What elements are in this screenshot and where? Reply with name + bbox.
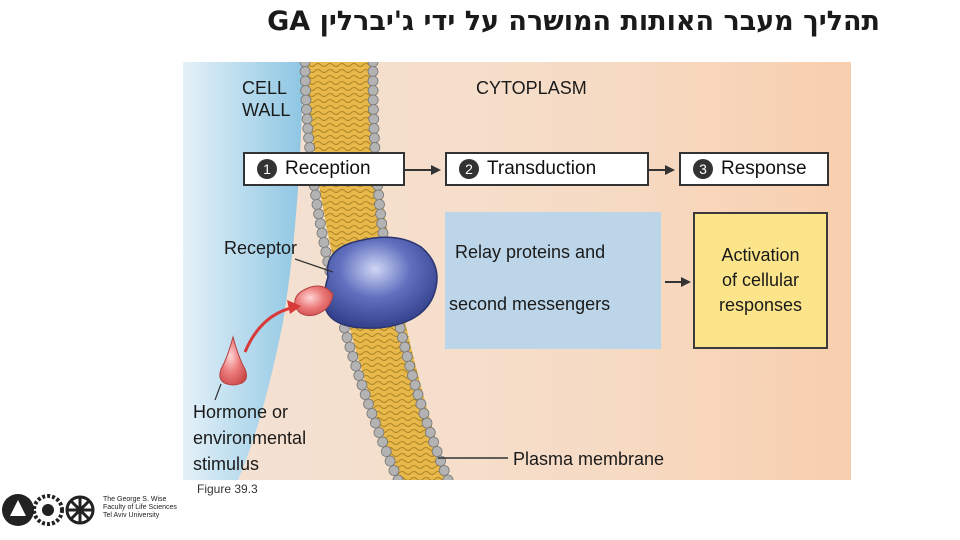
phospholipid-head [353, 370, 365, 381]
phospholipid-head [311, 199, 323, 210]
phospholipid-head [318, 237, 330, 248]
phospholipid-head [392, 474, 404, 480]
phospholipid-head [367, 94, 379, 106]
relay-line-1: Relay proteins and [455, 242, 606, 262]
phospholipid-head [301, 104, 312, 115]
phospholipid-head [388, 465, 400, 476]
phospholipid-head [299, 66, 311, 77]
phospholipid-head [302, 123, 314, 134]
phospholipid-head [350, 360, 362, 372]
institution-text: The George S. Wise Faculty of Life Scien… [103, 496, 177, 519]
logos [2, 494, 95, 526]
figure-graphics [183, 62, 691, 480]
phospholipid-head [368, 132, 380, 144]
phospholipid-head [397, 332, 408, 343]
phospholipid-head [368, 123, 380, 134]
step-transduction-label: Transduction [487, 158, 597, 179]
phospholipid-head [438, 465, 450, 476]
phospholipid-head [367, 104, 379, 115]
phospholipid-head [377, 436, 389, 448]
relay-box: Relay proteins and second messengers [445, 212, 661, 349]
receptor-label: Receptor [224, 238, 298, 258]
phospholipid-head [300, 85, 311, 96]
step-reception-label: Reception [285, 158, 371, 179]
phospholipid-head [428, 436, 440, 448]
phospholipid-head [374, 199, 385, 210]
phospholipid-head [316, 227, 328, 239]
step-number-2: 2 [459, 159, 479, 179]
step-response: 3 Response [679, 152, 829, 186]
step-number-1: 1 [257, 159, 277, 179]
phospholipid-head [421, 417, 433, 429]
phospholipid-head [373, 189, 385, 201]
phospholipid-head [367, 85, 379, 96]
step-response-label: Response [721, 158, 807, 179]
phospholipid-head [369, 417, 381, 429]
phospholipid-head [366, 408, 378, 419]
phospholipid-head [384, 455, 396, 467]
phospholipid-head [320, 246, 332, 258]
step-transduction: 2 Transduction [445, 152, 649, 186]
phospholipid-head [380, 446, 392, 457]
phospholipid-head [431, 446, 443, 457]
receptor-leader [294, 258, 334, 273]
phospholipid-head [300, 94, 312, 106]
phospholipid-head [399, 341, 411, 353]
response-box: Activation of cellular responses [693, 212, 828, 349]
phospholipid-head [347, 351, 359, 362]
phospholipid-head [301, 113, 313, 125]
phospholipid-head [310, 189, 322, 201]
step-reception: 1 Reception [243, 152, 405, 186]
phospholipid-head [313, 208, 325, 220]
cytoplasm-label: CYTOPLASM [476, 78, 587, 98]
phospholipid-head [359, 389, 371, 400]
sunburst-emblem-icon [32, 494, 64, 526]
phospholipid-head [344, 341, 356, 353]
phospholipid-head [401, 351, 413, 362]
slide-title: תהליך מעבר האותות המושרה על ידי ג'יברלין… [267, 6, 880, 37]
phospholipid-head [363, 398, 374, 410]
phospholipid-head [373, 427, 385, 438]
plasma-membrane-label: Plasma membrane [513, 449, 665, 469]
phospholipid-head [418, 408, 430, 419]
phospholipid-head [412, 389, 424, 400]
figure-caption: Figure 39.3 [197, 482, 258, 496]
tau-emblem-icon [2, 494, 34, 526]
phospholipid-head [303, 132, 314, 144]
phospholipid-head [356, 379, 368, 391]
phospholipid-head [341, 332, 353, 343]
phospholipid-head [367, 66, 379, 77]
phospholipid-head [375, 208, 387, 220]
phospholipid-head [376, 218, 388, 229]
phospholipid-head [369, 142, 381, 153]
phospholipid-head [424, 427, 436, 438]
cell-wall-label: CELL WALL [242, 78, 291, 120]
phospholipid-head [368, 113, 380, 125]
snowflake-emblem-icon [65, 495, 95, 525]
response-text: Activation of cellular responses [718, 245, 803, 315]
signal-transduction-figure: CELL WALL CYTOPLASM 1 Reception 2 Transd… [183, 62, 851, 480]
phospholipid-head [406, 370, 418, 381]
phospholipid-head [442, 474, 454, 480]
receptor-protein [323, 236, 438, 329]
phospholipid-head [314, 218, 326, 229]
phospholipid-head [404, 360, 416, 372]
hormone-leader [214, 383, 222, 401]
phospholipid-head [409, 379, 421, 391]
phospholipid-head [415, 398, 427, 410]
phospholipid-head [304, 142, 315, 153]
hormone-label: Hormone or environmental stimulus [193, 402, 307, 474]
free-hormone [219, 335, 247, 386]
relay-line-2: second messengers [449, 294, 611, 314]
step-number-3: 3 [693, 159, 713, 179]
phospholipid-head [299, 75, 311, 87]
phospholipid-head [367, 75, 379, 87]
